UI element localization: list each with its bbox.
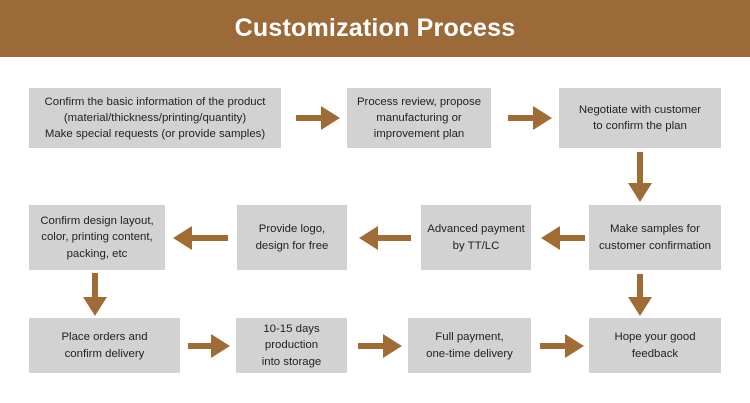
- flow-arrow-right: [540, 334, 584, 358]
- flow-node: Provide logo, design for free: [237, 205, 347, 270]
- flow-arrow-down: [628, 152, 652, 202]
- flow-node: Advanced payment by TT/LC: [421, 205, 531, 270]
- arrow-head: [541, 226, 560, 250]
- page-title: Customization Process: [234, 14, 516, 42]
- arrow-shaft: [508, 115, 535, 121]
- arrow-head: [359, 226, 378, 250]
- arrow-head: [628, 297, 652, 316]
- flow-arrow-left: [359, 226, 411, 250]
- arrow-shaft: [358, 343, 385, 349]
- flow-node: Confirm design layout, color, printing c…: [29, 205, 165, 270]
- flow-node: Confirm the basic information of the pro…: [29, 88, 281, 148]
- arrow-shaft: [92, 273, 98, 299]
- arrow-shaft: [558, 235, 585, 241]
- arrow-shaft: [637, 274, 643, 299]
- arrow-head: [321, 106, 340, 130]
- arrow-head: [173, 226, 192, 250]
- arrow-head: [383, 334, 402, 358]
- flow-arrow-right: [296, 106, 340, 130]
- arrow-shaft: [637, 152, 643, 185]
- arrow-head: [211, 334, 230, 358]
- flow-arrow-right: [358, 334, 402, 358]
- flow-node: Hope your good feedback: [589, 318, 721, 373]
- arrow-head: [83, 297, 107, 316]
- flow-arrow-left: [173, 226, 228, 250]
- arrow-shaft: [190, 235, 228, 241]
- arrow-shaft: [188, 343, 213, 349]
- flow-node: Process review, propose manufacturing or…: [347, 88, 491, 148]
- flow-arrow-left: [541, 226, 585, 250]
- arrow-shaft: [540, 343, 567, 349]
- flow-node: Make samples for customer confirmation: [589, 205, 721, 270]
- page-header: Customization Process: [0, 0, 750, 57]
- flow-node: Negotiate with customer to confirm the p…: [559, 88, 721, 148]
- flow-arrow-down: [628, 274, 652, 316]
- arrow-head: [565, 334, 584, 358]
- flow-node: Place orders and confirm delivery: [29, 318, 180, 373]
- flow-arrow-right: [508, 106, 552, 130]
- arrow-shaft: [376, 235, 411, 241]
- flow-arrow-right: [188, 334, 230, 358]
- arrow-head: [533, 106, 552, 130]
- arrow-shaft: [296, 115, 323, 121]
- flow-arrow-down: [83, 273, 107, 316]
- flow-node: 10-15 days production into storage: [236, 318, 347, 373]
- flow-node: Full payment, one-time delivery: [408, 318, 531, 373]
- arrow-head: [628, 183, 652, 202]
